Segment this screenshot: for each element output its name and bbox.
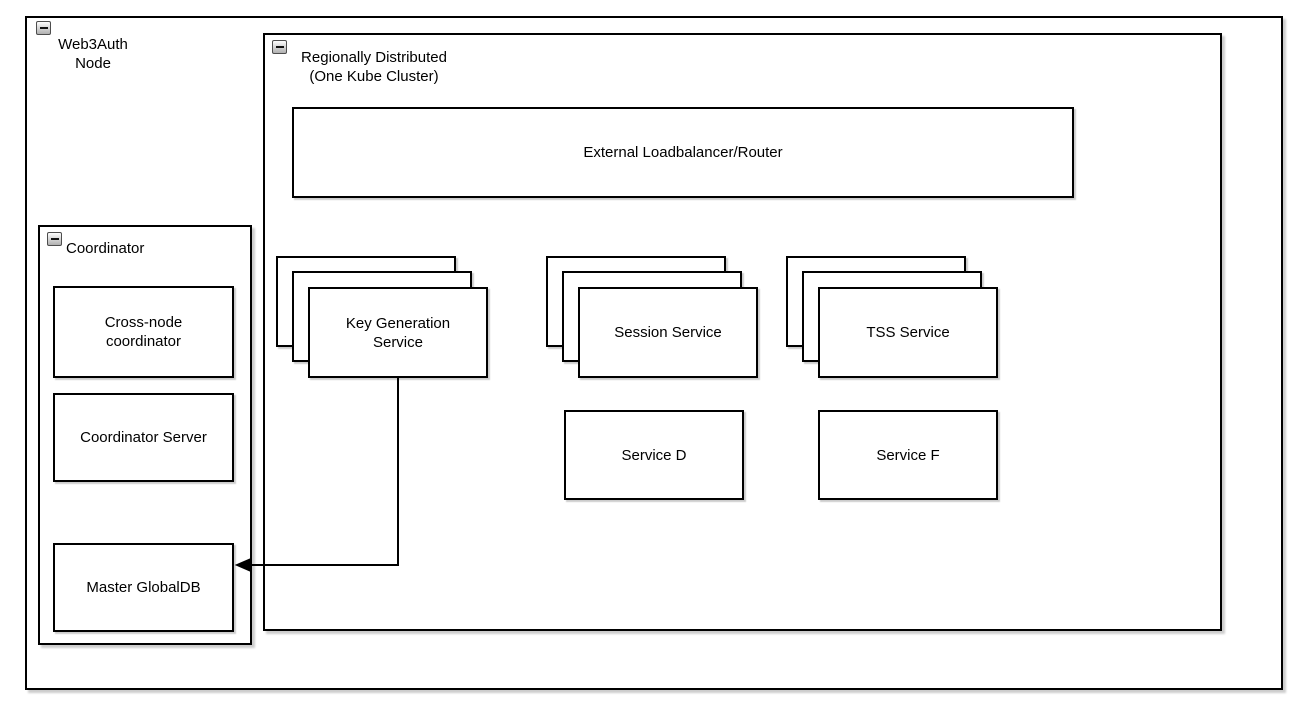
node-coordinator-server[interactable]: Coordinator Server xyxy=(53,393,234,482)
node-tss-service[interactable]: TSS Service xyxy=(818,287,998,378)
container-coordinator[interactable]: Coordinator Cross-node coordinator Coord… xyxy=(38,225,252,645)
coordinator-server-label: Coordinator Server xyxy=(80,429,207,446)
node-session-service[interactable]: Session Service xyxy=(578,287,758,378)
minus-glyph xyxy=(50,238,59,240)
node-external-loadbalancer[interactable]: External Loadbalancer/Router xyxy=(292,107,1074,198)
key-generation-service-label: Key Generation Service xyxy=(345,314,451,351)
regionally-distributed-label: Regionally Distributed (One Kube Cluster… xyxy=(301,49,447,85)
service-f-label: Service F xyxy=(876,446,940,464)
session-service-label: Session Service xyxy=(614,324,722,341)
collapse-minus-icon[interactable] xyxy=(272,40,287,54)
container-web3auth-node[interactable]: Web3Auth Node Regionally Distributed (On… xyxy=(25,16,1283,690)
minus-glyph xyxy=(39,27,48,29)
node-service-f[interactable]: Service F xyxy=(818,410,998,500)
coordinator-label: Coordinator xyxy=(66,240,145,257)
node-cross-node-coordinator[interactable]: Cross-node coordinator xyxy=(53,286,234,378)
web3auth-node-label: Web3Auth Node xyxy=(58,36,128,72)
external-loadbalancer-label: External Loadbalancer/Router xyxy=(583,144,783,161)
collapse-minus-icon[interactable] xyxy=(36,21,51,35)
stack-session-service: Session Service xyxy=(546,256,760,380)
tss-service-label: TSS Service xyxy=(866,324,950,341)
stack-tss-service: TSS Service xyxy=(786,256,1000,380)
minus-glyph xyxy=(275,46,284,48)
cross-node-coordinator-label: Cross-node coordinator xyxy=(104,314,183,350)
node-service-d[interactable]: Service D xyxy=(564,410,744,500)
node-key-generation-service[interactable]: Key Generation Service xyxy=(308,287,488,378)
stack-key-generation-service: Key Generation Service xyxy=(276,256,490,380)
collapse-minus-icon[interactable] xyxy=(47,232,62,246)
node-master-globaldb[interactable]: Master GlobalDB xyxy=(53,543,234,632)
master-globaldb-label: Master GlobalDB xyxy=(86,579,201,596)
container-regionally-distributed[interactable]: Regionally Distributed (One Kube Cluster… xyxy=(263,33,1222,631)
service-d-label: Service D xyxy=(621,446,687,464)
